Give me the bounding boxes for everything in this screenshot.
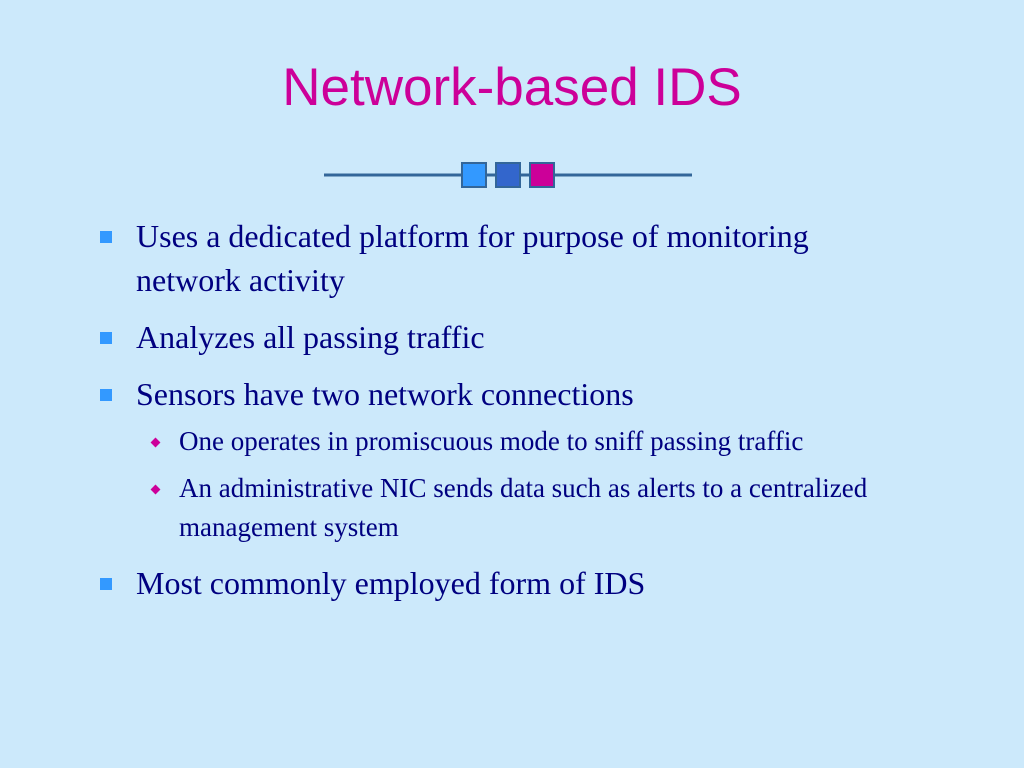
sub-bullet-text: An administrative NIC sends data such as…: [179, 473, 868, 542]
divider-square-2: [495, 162, 521, 188]
bullet-item: Uses a dedicated platform for purpose of…: [96, 214, 916, 302]
bullet-text: Most commonly employed form of IDS: [136, 565, 646, 601]
divider-square-3: [529, 162, 555, 188]
divider-square-1: [461, 162, 487, 188]
sub-bullet-item: One operates in promiscuous mode to snif…: [141, 422, 909, 461]
slide-title: Network-based IDS: [282, 58, 742, 117]
sub-bullet-item: An administrative NIC sends data such as…: [141, 469, 909, 547]
bullet-item: Analyzes all passing traffic: [96, 315, 916, 359]
bullet-item: Most commonly employed form of IDS: [96, 561, 916, 605]
diamond-bullet-icon: [150, 437, 161, 448]
bullet-text: Analyzes all passing traffic: [136, 319, 485, 355]
bullet-item: Sensors have two network connections: [96, 372, 916, 416]
slide-content: Uses a dedicated platform for purpose of…: [96, 214, 916, 618]
sub-bullet-text: One operates in promiscuous mode to snif…: [179, 426, 804, 456]
diamond-bullet-icon: [150, 484, 161, 495]
square-bullet-icon: [100, 231, 112, 243]
bullet-text: Sensors have two network connections: [136, 376, 634, 412]
square-bullet-icon: [100, 389, 112, 401]
square-bullet-icon: [100, 332, 112, 344]
square-bullet-icon: [100, 578, 112, 590]
bullet-text: Uses a dedicated platform for purpose of…: [136, 218, 809, 298]
title-divider: [324, 162, 692, 188]
